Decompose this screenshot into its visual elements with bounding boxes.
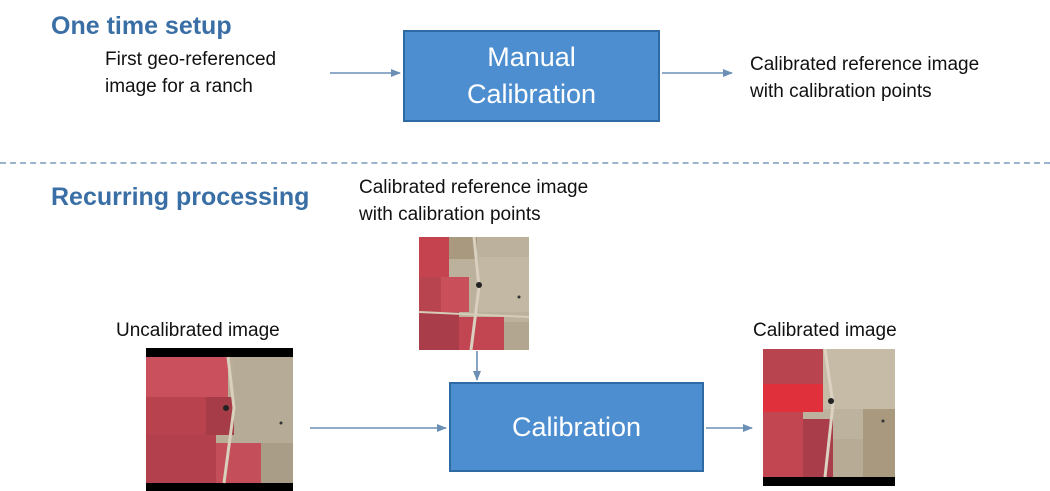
calibration-box: Calibration: [449, 382, 704, 472]
reference-input-line1: Calibrated reference image: [359, 177, 589, 198]
uncalibrated-image-label: Uncalibrated image: [116, 320, 280, 341]
reference-output-line1: Calibrated reference image: [750, 54, 980, 75]
calibrated-image-label: Calibrated image: [753, 320, 897, 341]
reference-satellite-image: [419, 237, 529, 350]
calibrated-satellite-image: [763, 349, 895, 486]
manual-calibration-line1: Manual: [487, 42, 576, 72]
reference-input-line2: with calibration points: [359, 204, 541, 225]
manual-calibration-line2: Calibration: [466, 79, 597, 109]
first-image-label-line2: image for a ranch: [105, 76, 253, 97]
calibration-box-label: Calibration: [511, 411, 642, 442]
reference-input-label: Calibrated reference image with calibrat…: [359, 174, 588, 228]
first-image-label: First geo-referenced image for a ranch: [105, 46, 276, 100]
reference-output-label: Calibrated reference image with calibrat…: [750, 51, 979, 105]
one-time-setup-heading: One time setup: [51, 12, 232, 40]
reference-output-line2: with calibration points: [750, 81, 932, 102]
section-divider: [0, 162, 1050, 164]
first-image-label-line1: First geo-referenced: [105, 49, 277, 70]
recurring-processing-heading: Recurring processing: [51, 183, 310, 211]
manual-calibration-box: Manual Calibration: [403, 30, 660, 122]
uncalibrated-satellite-image: [146, 348, 293, 491]
